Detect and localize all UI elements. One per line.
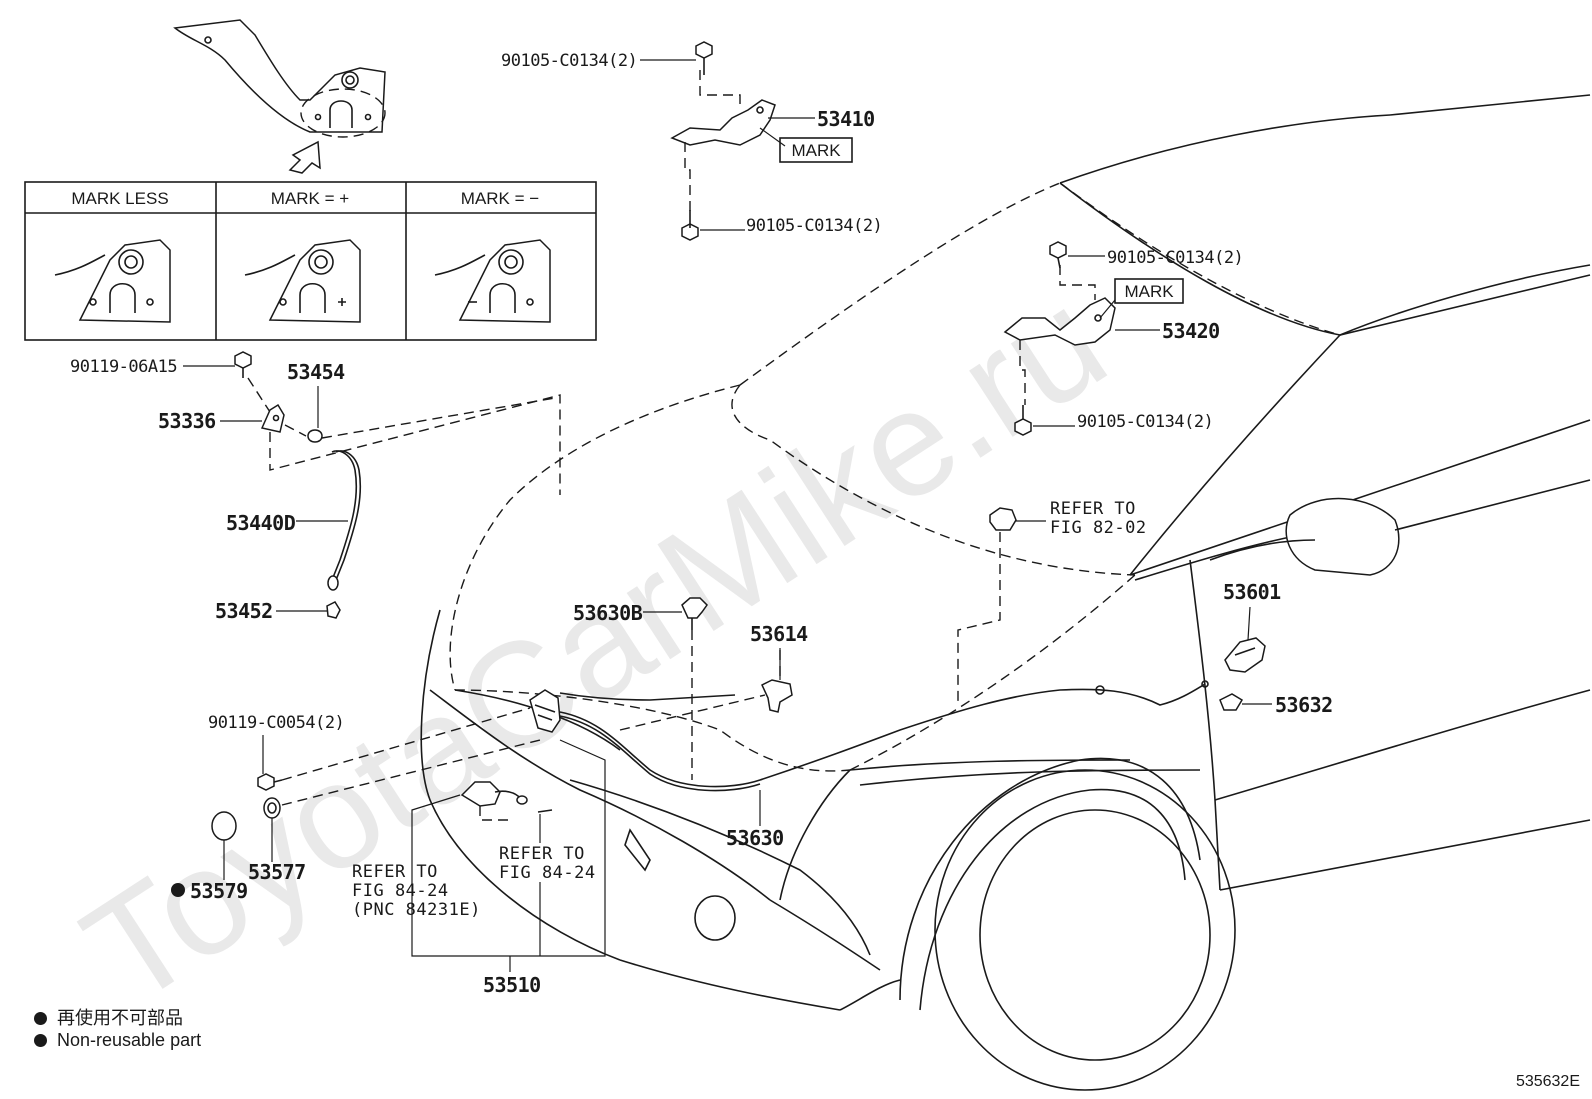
- legend-dot-jp: [34, 1012, 47, 1025]
- legend-item-en: Non-reusable part: [34, 1030, 201, 1051]
- callout-53454: 53454: [287, 360, 345, 384]
- callout-bolt-90105-4: 90105-C0134(2): [1077, 412, 1213, 432]
- hood-lock-group: [211, 507, 1266, 841]
- legend-item-jp: 再使用不可部品: [34, 1004, 183, 1030]
- legend-label-jp: 再使用不可部品: [57, 1008, 183, 1028]
- mark-table-header-markless: MARK LESS: [71, 189, 168, 208]
- callout-53614: 53614: [750, 622, 808, 646]
- hinge-detail-view: [173, 19, 386, 174]
- callout-53410: 53410: [817, 107, 875, 131]
- callout-mark-2: MARK: [1124, 282, 1174, 301]
- callout-90119-C0054: 90119-C0054(2): [208, 713, 344, 733]
- mark-table-header-plus: MARK = +: [271, 189, 349, 208]
- callout-refer-84-24-a-line1: REFER TO: [352, 862, 438, 882]
- watermark: ToyotaCarMike.ru: [56, 256, 1133, 1037]
- callout-mark-1: MARK: [791, 141, 841, 160]
- legend-label-en: Non-reusable part: [57, 1030, 202, 1050]
- callout-53510: 53510: [483, 973, 541, 997]
- hinge-bracket-minus: [434, 239, 551, 323]
- callout-53420: 53420: [1162, 319, 1220, 343]
- callout-53577: 53577: [248, 860, 306, 884]
- mark-table: MARK LESS MARK = + MARK = −: [24, 181, 597, 341]
- callout-bolt-90105-3: 90105-C0134(2): [1107, 248, 1243, 268]
- callout-refer-82-02-line1: REFER TO: [1050, 499, 1136, 519]
- hinge-bracket-plus: [244, 239, 361, 323]
- callout-53579: 53579: [190, 879, 248, 903]
- callout-53632: 53632: [1275, 693, 1333, 717]
- callout-refer-84-24-a-line2: FIG 84-24: [352, 881, 449, 901]
- callout-refer-82-02-line2: FIG 82-02: [1050, 518, 1147, 538]
- callout-53630B: 53630B: [573, 601, 643, 625]
- document-id: 535632E: [1515, 1073, 1580, 1090]
- callout-bolt-90105-2: 90105-C0134(2): [746, 216, 882, 236]
- callout-53601: 53601: [1223, 580, 1281, 604]
- hood-hinge-53420: [1003, 241, 1116, 436]
- callout-refer-84-24-b-line1: REFER TO: [499, 844, 585, 864]
- callout-53336: 53336: [158, 409, 216, 433]
- callout-refer-84-24-b-line2: FIG 84-24: [499, 863, 596, 883]
- legend-dot-en: [34, 1034, 47, 1047]
- callout-refer-84-24-a-line3: (PNC 84231E): [352, 900, 481, 920]
- callout-bolt-90105-1: 90105-C0134(2): [501, 51, 637, 71]
- mark-table-header-minus: MARK = −: [461, 189, 539, 208]
- callout-90119-06A15: 90119-06A15: [70, 357, 177, 377]
- hood-support-rod-group: [234, 351, 561, 619]
- non-reusable-marker: [171, 883, 185, 897]
- hinge-bracket-markless: [54, 239, 171, 323]
- callout-53452: 53452: [215, 599, 273, 623]
- callout-53630: 53630: [726, 826, 784, 850]
- hood-hinge-53410: [670, 41, 776, 241]
- callout-53440D: 53440D: [226, 511, 296, 535]
